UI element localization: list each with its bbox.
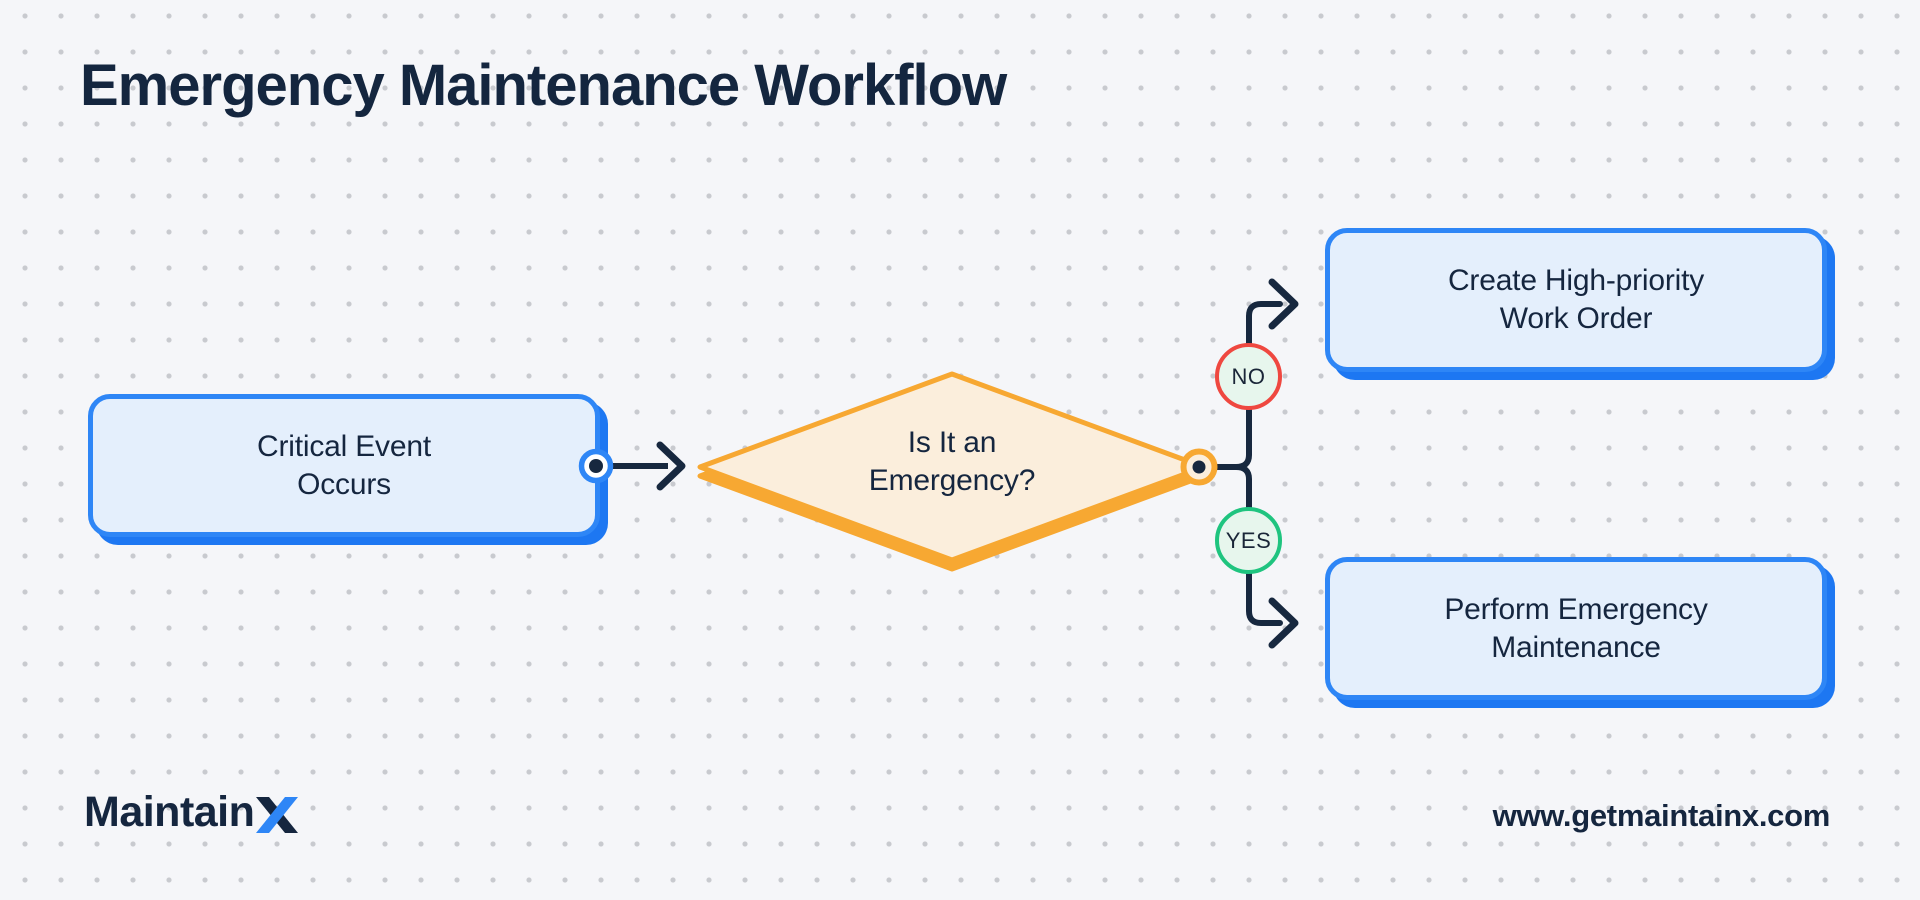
node-label-line: Is It an [907, 426, 997, 459]
badge-label: NO [1231, 363, 1266, 389]
node-label-line: Perform Emergency [1444, 592, 1708, 626]
node-decision-label: Is It an Emergency? [802, 424, 1102, 500]
node-perform-maintenance: Perform Emergency Maintenance [1325, 557, 1827, 700]
maintainx-x-icon [256, 796, 299, 833]
branch-badge-no: NO [1215, 343, 1282, 410]
connector-dot-icon [589, 459, 603, 473]
badge-label: YES [1225, 527, 1272, 553]
maintainx-logo: Maintain [84, 788, 299, 837]
brand-wordmark: Maintain [84, 788, 255, 836]
node-label-line: Maintenance [1491, 630, 1661, 664]
connector-dot-icon [1192, 460, 1206, 474]
node-label-line: Occurs [297, 467, 391, 501]
website-url: www.getmaintainx.com [1492, 798, 1831, 833]
arrowhead-right-icon [1268, 597, 1299, 649]
node-create-work-order: Create High-priority Work Order [1325, 228, 1827, 372]
node-label-line: Emergency? [868, 464, 1036, 497]
page-title: Emergency Maintenance Workflow [80, 53, 1007, 118]
node-label-line: Create High-priority [1447, 264, 1705, 297]
arrowhead-right-icon [1268, 278, 1299, 330]
arrowhead-right-icon [656, 441, 686, 491]
branch-badge-yes: YES [1215, 507, 1282, 574]
node-label-line: Work Order [1499, 302, 1653, 335]
node-label-line: Critical Event [257, 429, 431, 463]
node-critical-event: Critical Event Occurs [88, 394, 600, 537]
